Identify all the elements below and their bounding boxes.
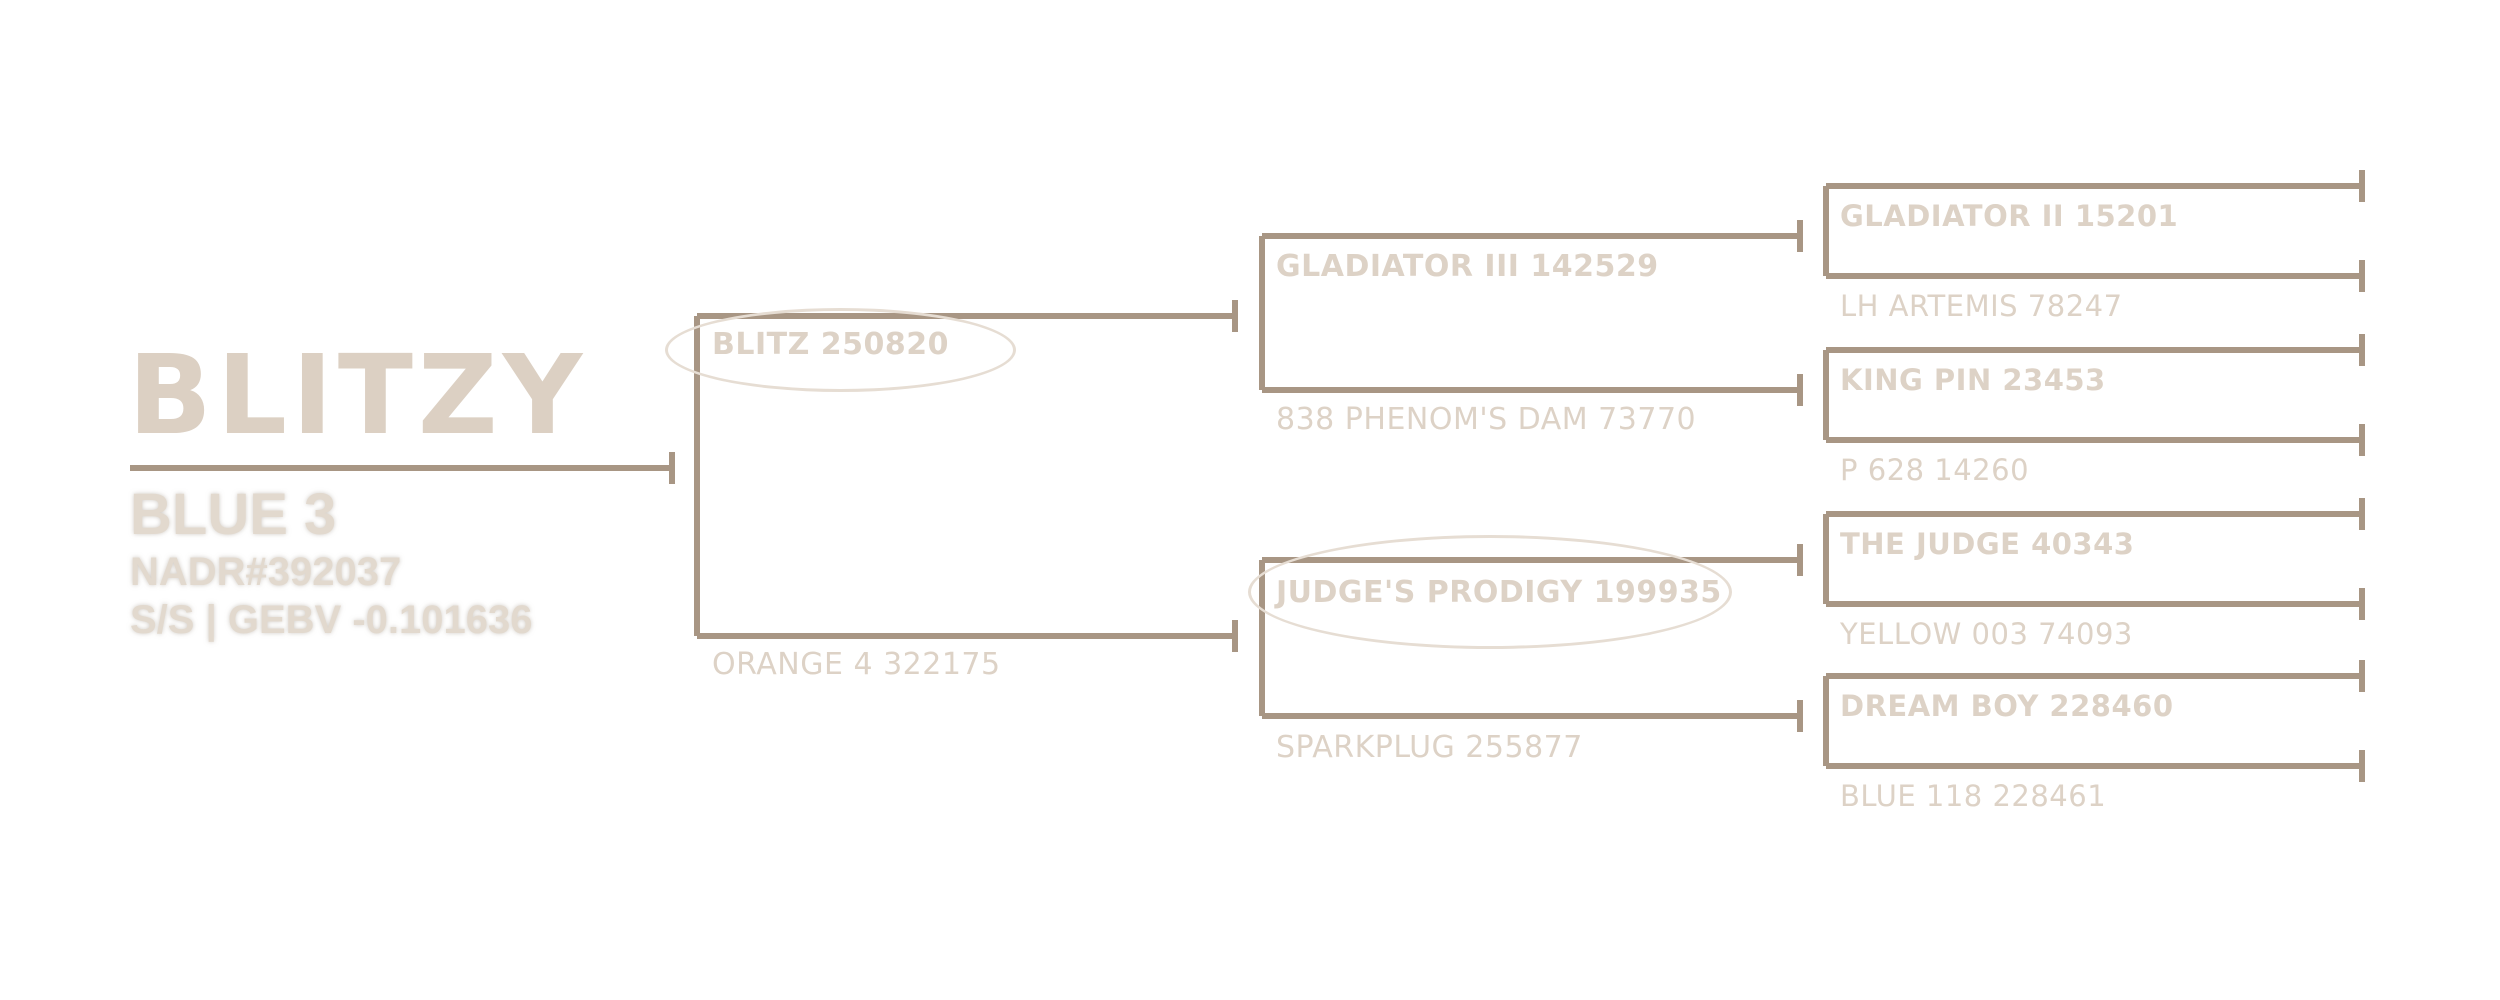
animal-tag: BLUE 3 [130, 482, 337, 547]
sire-highlight-oval [665, 308, 1016, 392]
ggp-2-sire-label: KING PIN 23453 [1840, 363, 2106, 397]
maternal-granddam-label: SPARKPLUG 255877 [1276, 730, 1583, 765]
animal-genetics: S/S | GEBV -0.101636 [130, 598, 533, 642]
dam-label: ORANGE 4 322175 [712, 647, 1001, 682]
ggp-3-sire-label: THE JUDGE 40343 [1840, 527, 2135, 561]
ggp-3-dam-label: YELLOW 003 74093 [1840, 617, 2133, 651]
ggp-1-dam-label: LH ARTEMIS 78247 [1840, 289, 2123, 323]
maternal-grandsire-highlight-oval [1248, 535, 1732, 649]
animal-registration: NADR#392037 [130, 550, 402, 594]
animal-name: BLITZY [128, 331, 588, 459]
ggp-2-dam-label: P 628 14260 [1840, 453, 2030, 487]
paternal-grandsire-label: GLADIATOR III 142529 [1276, 249, 1659, 284]
paternal-granddam-label: 838 PHENOM'S DAM 73770 [1276, 402, 1697, 437]
ggp-1-sire-label: GLADIATOR II 15201 [1840, 199, 2179, 233]
ggp-4-dam-label: BLUE 118 228461 [1840, 779, 2107, 813]
ggp-4-sire-label: DREAM BOY 228460 [1840, 689, 2174, 723]
